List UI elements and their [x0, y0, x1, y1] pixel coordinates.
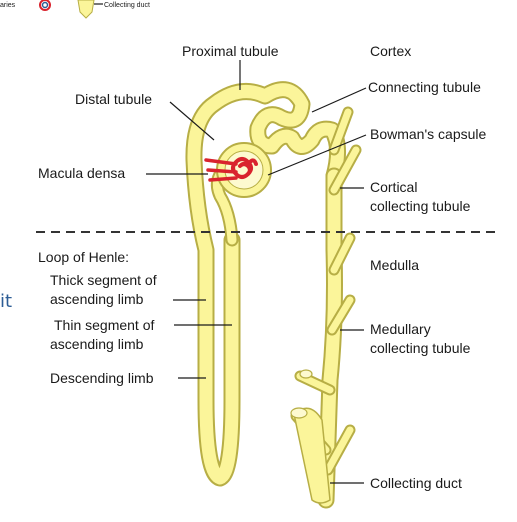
branch-end-opening: [300, 370, 312, 378]
nephron-tubule: [194, 90, 356, 503]
label-proximal-tubule: Proximal tubule: [182, 43, 279, 59]
thumbnail-strip: aries Collecting duct: [0, 0, 150, 18]
label-macula-densa: Macula densa: [38, 165, 125, 181]
label-distal-tubule: Distal tubule: [75, 91, 152, 107]
label-bowmans-capsule: Bowman's capsule: [370, 126, 487, 142]
label-medullary-line2: collecting tubule: [370, 340, 471, 356]
label-cortical-line1: Cortical: [370, 179, 417, 195]
label-thin-segment-line1: Thin segment of: [54, 317, 154, 333]
label-medullary-line1: Medullary: [370, 321, 431, 337]
thumbnail-kidney-icon: [40, 0, 50, 10]
label-thick-segment-line2: ascending limb: [50, 291, 144, 307]
label-loop-of-henle: Loop of Henle:: [38, 249, 129, 265]
label-descending-limb: Descending limb: [50, 370, 154, 386]
connecting-tubule-leader: [312, 88, 366, 112]
label-thick-segment-line1: Thick segment of: [50, 272, 157, 288]
branch-end-opening: [291, 408, 307, 418]
thumbnail-duct-shape: [78, 0, 94, 18]
label-thin-segment-line2: ascending limb: [50, 336, 144, 352]
label-collecting-duct: Collecting duct: [370, 475, 462, 491]
thumbnail-collecting-duct-label: Collecting duct: [104, 2, 150, 9]
label-cortex: Cortex: [370, 43, 411, 59]
thumbnail-partial-label: aries: [0, 2, 16, 9]
label-connecting-tubule: Connecting tubule: [368, 79, 481, 95]
label-cortical-line2: collecting tubule: [370, 198, 471, 214]
label-medulla: Medulla: [370, 257, 419, 273]
